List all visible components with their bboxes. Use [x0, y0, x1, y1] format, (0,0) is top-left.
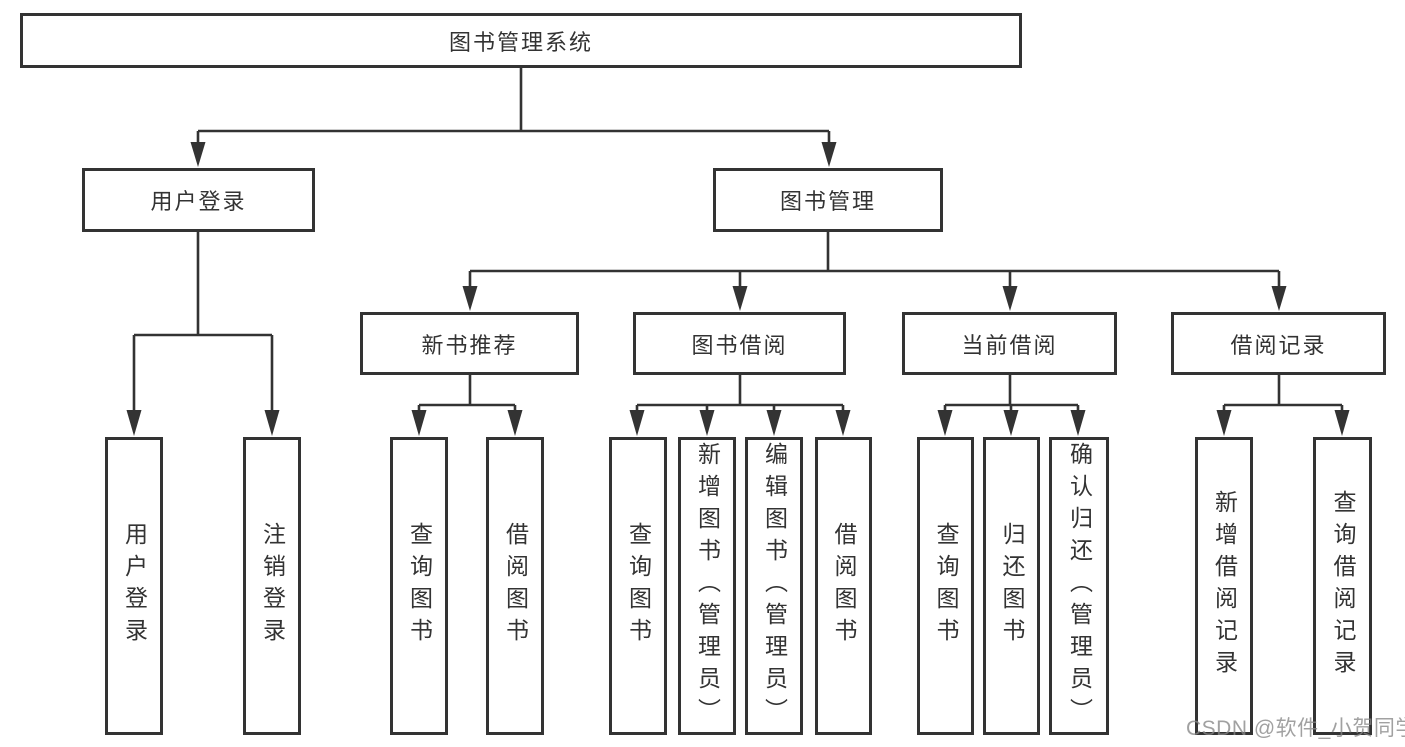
csdn-watermark: CSDN @软件_小贺同学: [1186, 717, 1405, 740]
leaf-user-login: 用户登录: [105, 437, 163, 735]
leaf-logout: 注销登录: [243, 437, 301, 735]
node-book-borrow: 图书借阅: [633, 312, 846, 375]
node-book-management: 图书管理: [713, 168, 943, 232]
leaf-edit-books-admin: 编辑图书（管理员）: [745, 437, 803, 735]
leaf-query-books-current: 查询图书: [917, 437, 974, 735]
node-current-borrow: 当前借阅: [902, 312, 1117, 375]
leaf-query-books-borrow: 查询图书: [609, 437, 667, 735]
leaf-borrow-books: 借阅图书: [815, 437, 872, 735]
leaf-confirm-return-admin: 确认归还（管理员）: [1049, 437, 1109, 735]
leaf-query-books-recommend: 查询图书: [390, 437, 448, 735]
leaf-borrow-books-recommend: 借阅图书: [486, 437, 544, 735]
node-user-login: 用户登录: [82, 168, 315, 232]
leaf-query-borrow-record: 查询借阅记录: [1313, 437, 1372, 735]
node-library-management-system: 图书管理系统: [20, 13, 1022, 68]
node-new-book-recommend: 新书推荐: [360, 312, 579, 375]
leaf-return-books: 归还图书: [983, 437, 1040, 735]
leaf-add-borrow-record: 新增借阅记录: [1195, 437, 1253, 735]
node-borrow-records: 借阅记录: [1171, 312, 1386, 375]
leaf-add-books-admin: 新增图书（管理员）: [678, 437, 736, 735]
arrowheads: [126, 142, 1350, 436]
